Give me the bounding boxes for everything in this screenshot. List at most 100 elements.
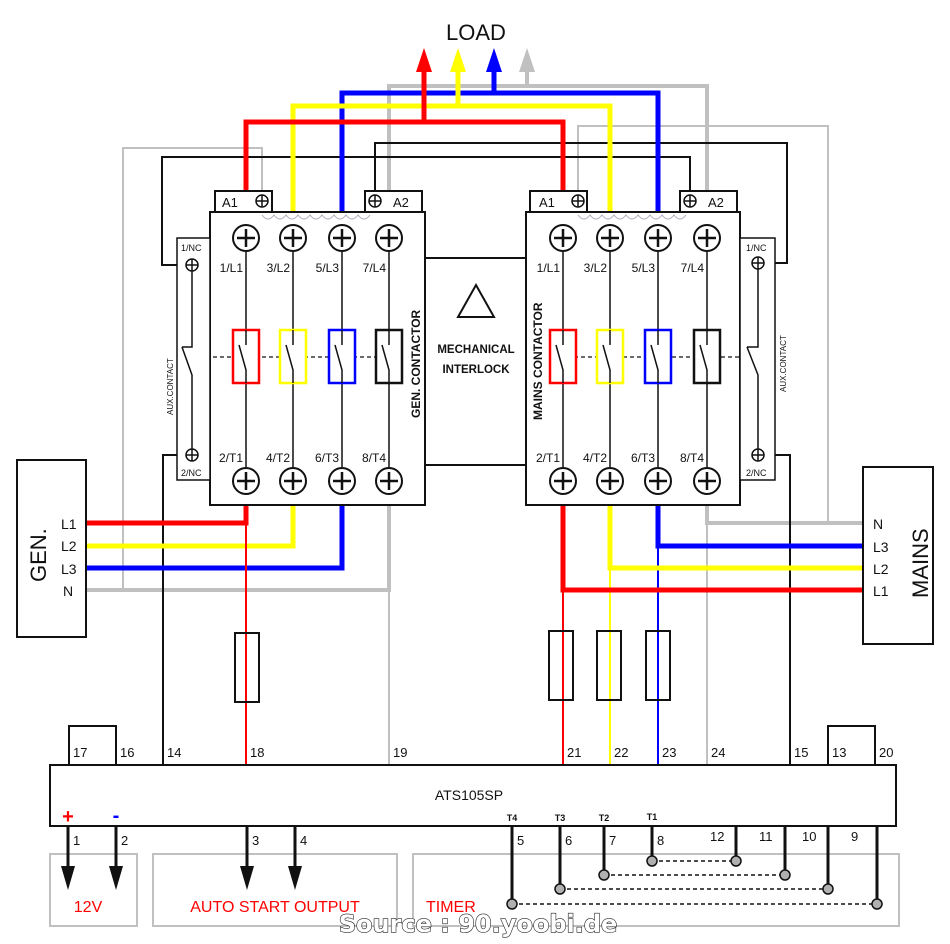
controller-terminal-22: 22 [614,745,628,760]
bottom-screw-terminal-icon [328,467,356,495]
timer-node [598,869,610,881]
controller-terminal-12: 12 [710,829,724,844]
gen-pole-4: 7/L48/T4 [362,224,404,495]
bottom-terminal-label: 6/T3 [631,451,655,465]
timer-nodes [506,855,883,910]
mains-source: MAINS N L3 L2 L1 [862,466,934,645]
load-label: LOAD [446,20,506,45]
mains-aux-top-screw-icon [751,256,765,270]
mains-a1-screw-icon [571,194,585,208]
mains-terminal-n: N [873,516,883,532]
fuse-mains-l3 [645,630,671,701]
plus-sign: + [62,806,74,828]
gen-pole-3: 5/L36/T3 [315,224,357,495]
top-screw-terminal-icon [375,224,403,252]
controller-terminal-13: 13 [832,745,846,760]
mains-aux-bottom-label: 2/NC [746,468,767,478]
gen-aux-top-label: 1/NC [181,243,202,253]
timer-tag-t4: T4 [507,813,518,823]
mechanical-interlock: MECHANICAL INTERLOCK [424,257,527,466]
gen-terminal-l3: L3 [61,561,77,577]
switch-blade-icon [238,330,247,383]
mains-poles: 1/L12/T13/L24/T25/L36/T37/L48/T4 [536,224,722,495]
timer-node [554,883,566,895]
top-terminal-label: 7/L4 [363,261,387,275]
gen-box [16,459,87,638]
fuse-mains-l2 [596,630,622,701]
mains-box [862,466,934,645]
fuse-mains-l1 [548,630,574,701]
wire-mains-coil-neutral [577,125,829,523]
controller-terminal-11: 11 [759,829,773,844]
gen-label: GEN. [26,528,51,582]
load-arrow-l1 [416,48,432,72]
bottom-terminal-label: 8/T4 [680,451,704,465]
mains-pole-3: 5/L36/T3 [631,224,673,495]
gen-contactor-title: GEN. CONTACTOR [409,309,423,418]
gen-terminal-l1: L1 [61,516,77,532]
auto-start-box [152,853,398,927]
controller-terminal-3: 3 [252,833,259,848]
mains-terminal-l2: L2 [873,561,889,577]
bottom-screw-terminal-icon [644,467,672,495]
switch-blade-icon [334,330,343,383]
gen-a2-screw-icon [368,194,382,208]
timer-node [822,883,834,895]
controller-terminal-16: 16 [120,745,134,760]
timer-label: TIMER [426,899,476,916]
bottom-screw-terminal-icon [549,467,577,495]
top-terminal-label: 7/L4 [681,261,705,275]
timer-node [779,869,791,881]
controller-terminal-4: 4 [300,833,307,848]
minus-sign: - [113,805,120,827]
controller-body [49,764,897,827]
timer-tag-t1: T1 [647,812,658,822]
wire-gen-aux-14 [162,454,192,765]
timer-links [512,860,877,905]
mains-terminal-l3: L3 [873,539,889,555]
arrow-down-head-2 [109,866,123,890]
top-terminal-label: 3/L2 [267,261,291,275]
timer-tag-t3: T3 [555,813,566,823]
wire-gen-a2-to-mains-aux [374,142,788,264]
fuses [234,630,671,703]
jumper-13-20 [827,725,876,765]
bottom-screw-terminal-icon [232,467,260,495]
gen-aux-bottom-label: 2/NC [181,468,202,478]
mains-a2-screw-icon [683,194,697,208]
timer-node [506,898,518,910]
controller-terminal-21: 21 [567,745,581,760]
gen-poles: 1/L12/T13/L24/T25/L36/T37/L48/T4 [219,224,404,495]
load-arrow-n [519,48,535,72]
mains-coil-icon [577,214,687,220]
wire-mains-a2-to-gen-aux [161,156,691,266]
interlock-line1: MECHANICAL [437,344,514,356]
bottom-terminal-label: 6/T3 [315,451,339,465]
switch-blade-icon [602,330,611,383]
bottom-screw-terminal-icon [375,467,403,495]
supply-label: 12V [74,899,103,916]
controller-terminal-24: 24 [711,745,725,760]
bottom-screw-terminal-icon [693,467,721,495]
top-screw-terminal-icon [644,224,672,252]
controller-terminal-10: 10 [802,829,816,844]
gen-aux-switch-icon [181,271,193,449]
output-arrows [61,826,302,890]
mains-pole-4: 7/L4 8/T4 [680,224,722,495]
switch-blade-icon [699,330,708,383]
load-arrow-l2 [450,48,466,72]
mains-pole-2: 3/L24/T2 [583,224,625,495]
switch-blade-icon [285,330,294,383]
gen-aux-box [176,237,211,481]
top-screw-terminal-icon [279,224,307,252]
gen-a1-label: A1 [222,195,238,210]
interlock-line2: INTERLOCK [442,364,510,376]
top-terminal-label: 1/L1 [220,261,244,275]
mains-aux-switch-icon [746,269,759,449]
top-screw-terminal-icon [328,224,356,252]
arrow-down-head-1 [61,866,75,890]
controller-terminal-17: 17 [73,745,87,760]
controller-terminal-5: 5 [517,833,524,848]
